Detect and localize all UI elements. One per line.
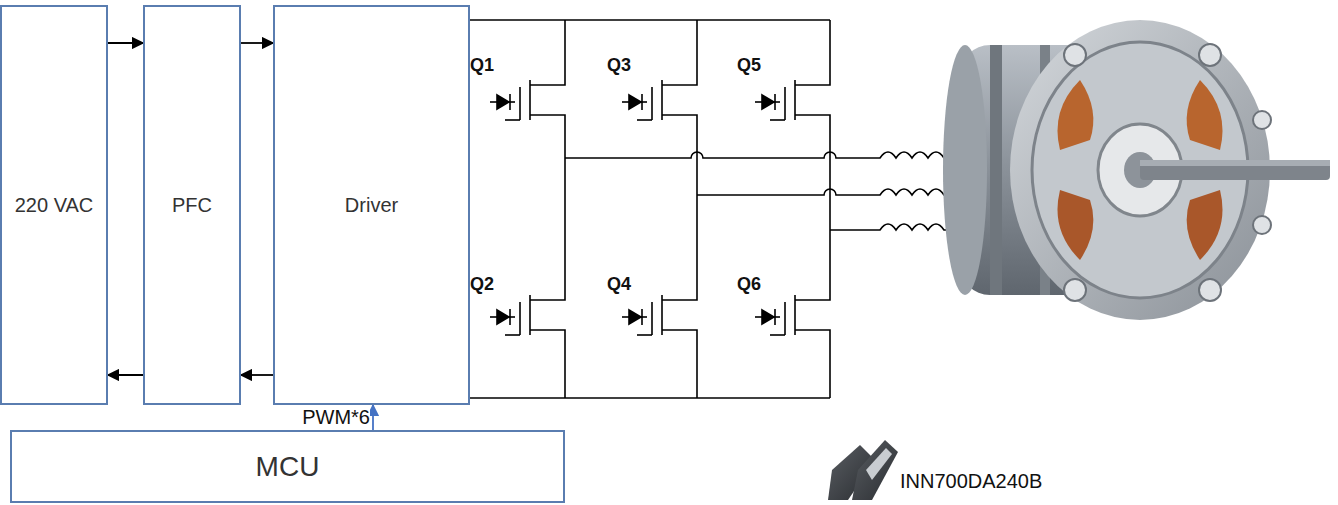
process-box: Driver — [273, 5, 470, 405]
signal-arrow — [372, 405, 374, 430]
inverter-bridge — [470, 20, 830, 398]
transistor-label: Q2 — [470, 274, 494, 295]
signal-arrow — [241, 42, 273, 44]
box-text: Driver — [341, 191, 402, 220]
signal-arrow — [108, 42, 143, 44]
chip-picture — [828, 440, 898, 500]
box-text: MCU — [252, 447, 324, 486]
process-box: 220 VAC — [0, 5, 108, 405]
controller-box: MCU — [10, 430, 565, 503]
transistor-label: Q6 — [737, 274, 761, 295]
box-text: PFC — [168, 191, 216, 220]
transistor-label: Q3 — [607, 55, 631, 76]
mosfet-symbols — [490, 20, 830, 398]
transistor-label: Q1 — [470, 55, 494, 76]
part-number: INN700DA240B — [900, 470, 1042, 493]
signal-name: PWM*6 — [302, 406, 370, 429]
signal-arrow — [108, 374, 143, 376]
transistor-label: Q4 — [607, 274, 631, 295]
process-box: PFC — [143, 5, 241, 405]
motor-picture — [943, 20, 1330, 320]
transistor-label: Q5 — [737, 55, 761, 76]
signal-arrow — [241, 374, 273, 376]
phase-wires — [565, 152, 975, 230]
box-text: 220 VAC — [11, 191, 98, 220]
